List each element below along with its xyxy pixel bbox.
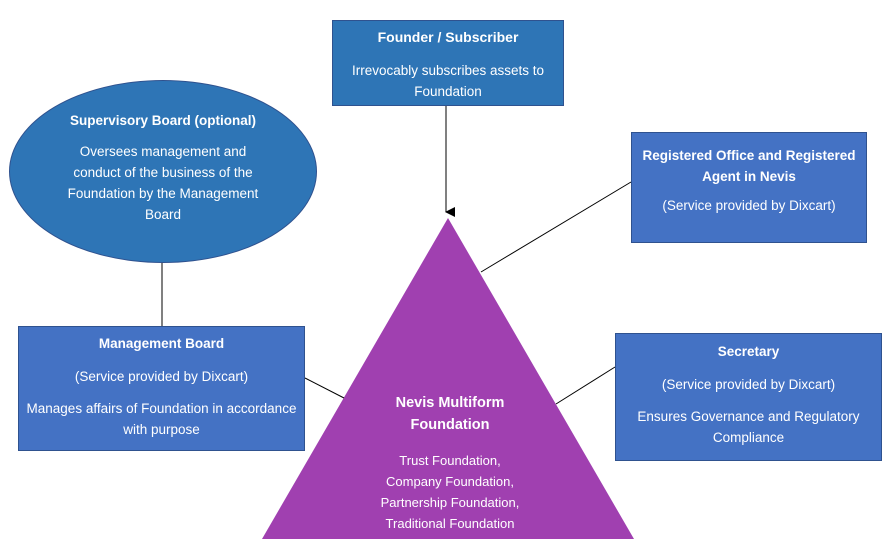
- management-board-title: Management Board: [98, 336, 225, 351]
- secretary-box: Secretary (Service provided by Dixcart) …: [615, 333, 882, 461]
- foundation-type-item: Partnership Foundation,: [380, 495, 520, 510]
- foundation-label: Nevis Multiform Foundation Trust Foundat…: [340, 392, 560, 534]
- foundation-types-list: Trust Foundation, Company Foundation, Pa…: [340, 450, 560, 534]
- founder-description: Irrevocably subscribes assets to Foundat…: [351, 63, 545, 99]
- founder-title: Founder / Subscriber: [377, 29, 519, 45]
- management-board-box: Management Board (Service provided by Di…: [18, 326, 305, 451]
- management-board-subtitle: (Service provided by Dixcart): [74, 369, 249, 384]
- registered-office-connector: [480, 181, 632, 273]
- management-board-description: Manages affairs of Foundation in accorda…: [26, 401, 297, 437]
- supervisory-board-ellipse: Supervisory Board (optional) Oversees ma…: [9, 80, 317, 263]
- secretary-title: Secretary: [717, 344, 780, 359]
- foundation-title: Nevis Multiform Foundation: [395, 395, 505, 433]
- secretary-subtitle: (Service provided by Dixcart): [661, 377, 836, 392]
- management-connector: [304, 377, 345, 399]
- supervisory-board-description: Oversees management and conduct of the b…: [67, 144, 259, 222]
- secretary-description: Ensures Governance and Regulatory Compli…: [637, 409, 860, 445]
- foundation-type-item: Trust Foundation,: [399, 453, 501, 468]
- supervisory-board-title: Supervisory Board (optional): [69, 113, 257, 128]
- foundation-type-item: Company Foundation,: [386, 474, 514, 489]
- registered-office-subtitle: (Service provided by Dixcart): [662, 198, 836, 213]
- founder-box: Founder / Subscriber Irrevocably subscri…: [332, 20, 564, 106]
- foundation-type-item: Traditional Foundation: [385, 516, 515, 531]
- secretary-connector: [555, 366, 616, 405]
- foundation-triangle: [262, 218, 634, 539]
- registered-office-title: Registered Office and Registered Agent i…: [642, 148, 856, 184]
- registered-office-box: Registered Office and Registered Agent i…: [631, 132, 867, 243]
